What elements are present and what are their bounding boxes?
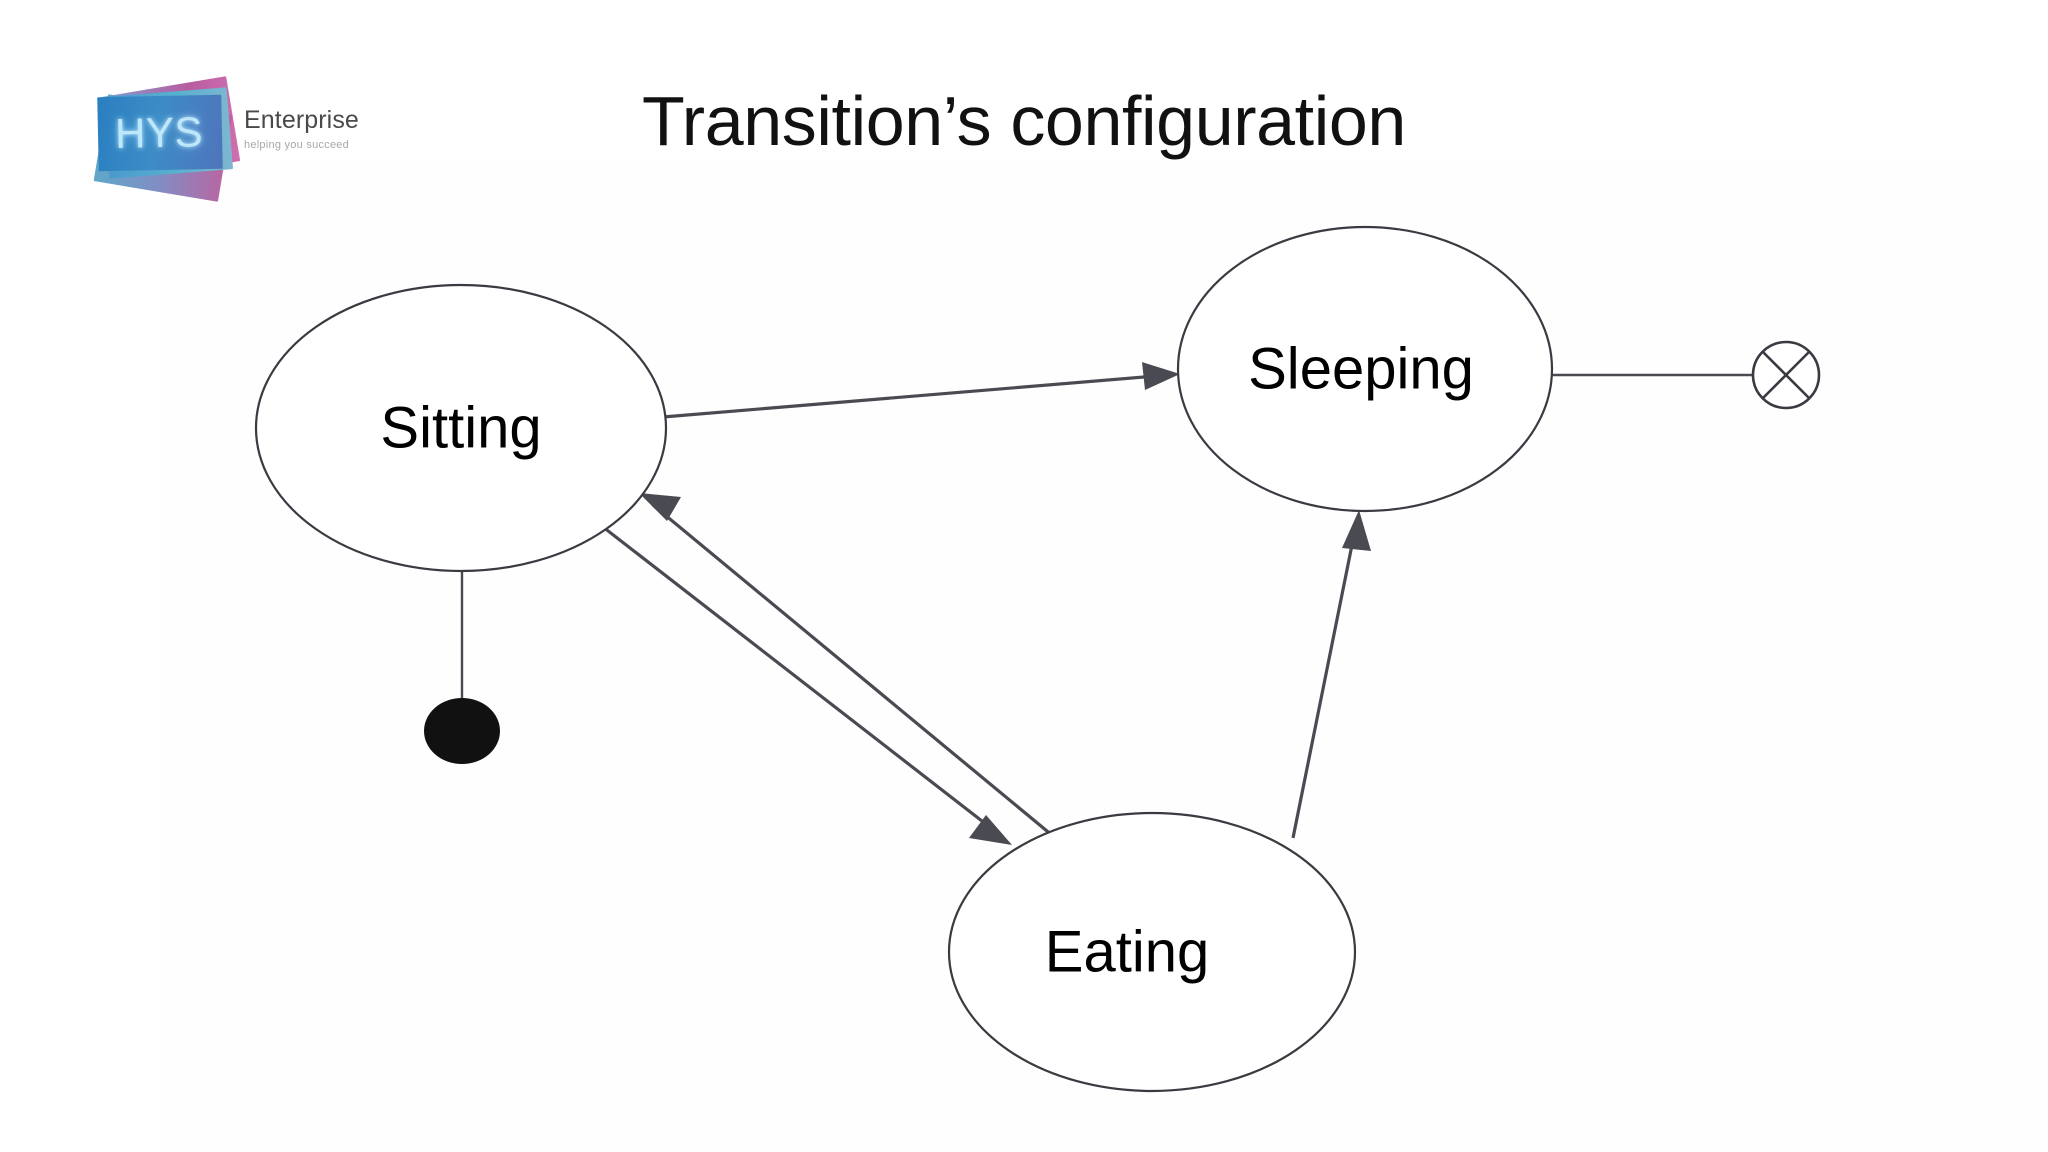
transition-line	[1291, 524, 1358, 839]
state-shape	[947, 811, 1357, 1093]
logo-brand-name: Enterprise	[244, 106, 359, 134]
state-label: Sitting	[380, 395, 541, 460]
arrowhead-icon	[639, 493, 681, 521]
terminate-cross-icon	[1762, 351, 1810, 399]
initial-state-icon	[424, 698, 500, 764]
state-label: Sleeping	[1248, 336, 1474, 401]
state-node-sleeping[interactable]: Sleeping	[1176, 225, 1554, 513]
hys-enterprise-logo: HYS Enterprise helping you succeed	[92, 76, 382, 202]
transition-eating-to-sitting[interactable]	[639, 493, 1055, 838]
state-shape	[1176, 225, 1554, 513]
initial-state-node[interactable]	[424, 698, 500, 764]
transition-line	[662, 373, 1169, 419]
arrowhead-icon	[1142, 362, 1180, 390]
transition-sitting-to-sleeping[interactable]	[662, 362, 1180, 419]
state-shape	[254, 283, 668, 573]
state-node-eating[interactable]: Eating	[947, 811, 1357, 1093]
arrowhead-icon	[969, 815, 1012, 845]
transition-eating-to-sleeping[interactable]	[1291, 510, 1371, 839]
logo-wordmark: Enterprise helping you succeed	[244, 108, 394, 151]
transition-line	[651, 503, 1055, 838]
state-label: Eating	[1045, 919, 1209, 984]
transition-line	[602, 525, 1001, 837]
terminate-state-node[interactable]	[1751, 340, 1821, 410]
arrowhead-icon	[1342, 510, 1371, 551]
page-title: Transition’s configuration	[642, 82, 1406, 160]
logo-tagline: helping you succeed	[244, 139, 350, 151]
state-node-sitting[interactable]: Sitting	[254, 283, 668, 573]
transition-sitting-to-eating[interactable]	[602, 525, 1012, 845]
